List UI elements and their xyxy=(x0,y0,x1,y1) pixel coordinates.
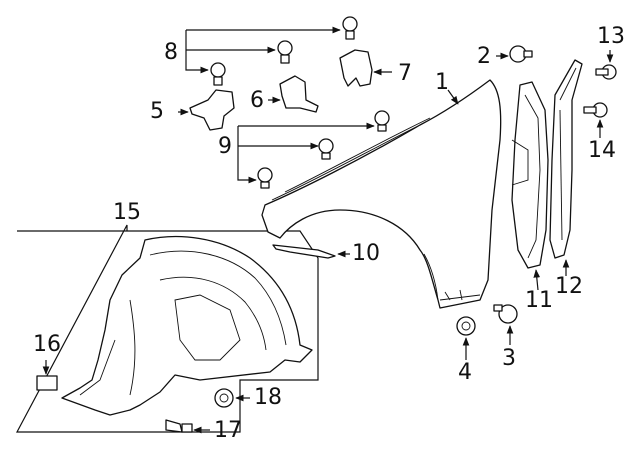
clip-part-14 xyxy=(583,102,608,118)
bolt-part-2 xyxy=(509,45,533,63)
callout-11: 11 xyxy=(525,288,553,313)
bracket-part-5 xyxy=(189,89,235,131)
callout-7: 7 xyxy=(398,61,412,86)
callout-16: 16 xyxy=(33,332,61,357)
callout-18: 18 xyxy=(254,385,282,410)
callout-1: 1 xyxy=(435,70,449,95)
nut-part-4 xyxy=(456,316,476,336)
seal-part-11 xyxy=(511,81,549,269)
bracket-part-6 xyxy=(279,75,319,113)
bolt-part-3 xyxy=(493,304,518,324)
fender-part xyxy=(261,79,502,309)
bolt-part-9b xyxy=(318,138,334,160)
callout-14: 14 xyxy=(588,138,616,163)
callout-6: 6 xyxy=(250,88,264,113)
molding-part-10 xyxy=(272,244,336,259)
bracket-part-7 xyxy=(339,49,373,87)
bolt-part-8b xyxy=(277,40,293,64)
leader-lines xyxy=(42,26,614,434)
inset-frame xyxy=(16,224,319,433)
liner-part-15 xyxy=(61,235,313,416)
bolt-part-9a xyxy=(374,110,390,132)
callout-4: 4 xyxy=(458,360,472,385)
nut-part-18 xyxy=(214,388,234,408)
bolt-part-13 xyxy=(595,64,617,80)
callout-10: 10 xyxy=(352,241,380,266)
callout-3: 3 xyxy=(502,346,516,371)
callout-17: 17 xyxy=(214,418,242,443)
bolt-part-9c xyxy=(257,167,273,189)
callout-2: 2 xyxy=(477,44,491,69)
callout-12: 12 xyxy=(555,274,583,299)
callout-8: 8 xyxy=(164,40,178,65)
callout-5: 5 xyxy=(150,99,164,124)
bolt-part-8a xyxy=(342,16,358,40)
callout-15: 15 xyxy=(113,200,141,225)
seal-part-12 xyxy=(549,59,583,259)
callout-9: 9 xyxy=(218,134,232,159)
bolt-part-8c xyxy=(210,62,226,86)
clip-part-16 xyxy=(36,375,58,391)
callout-13: 13 xyxy=(597,24,625,49)
rivet-part-17 xyxy=(165,419,193,433)
